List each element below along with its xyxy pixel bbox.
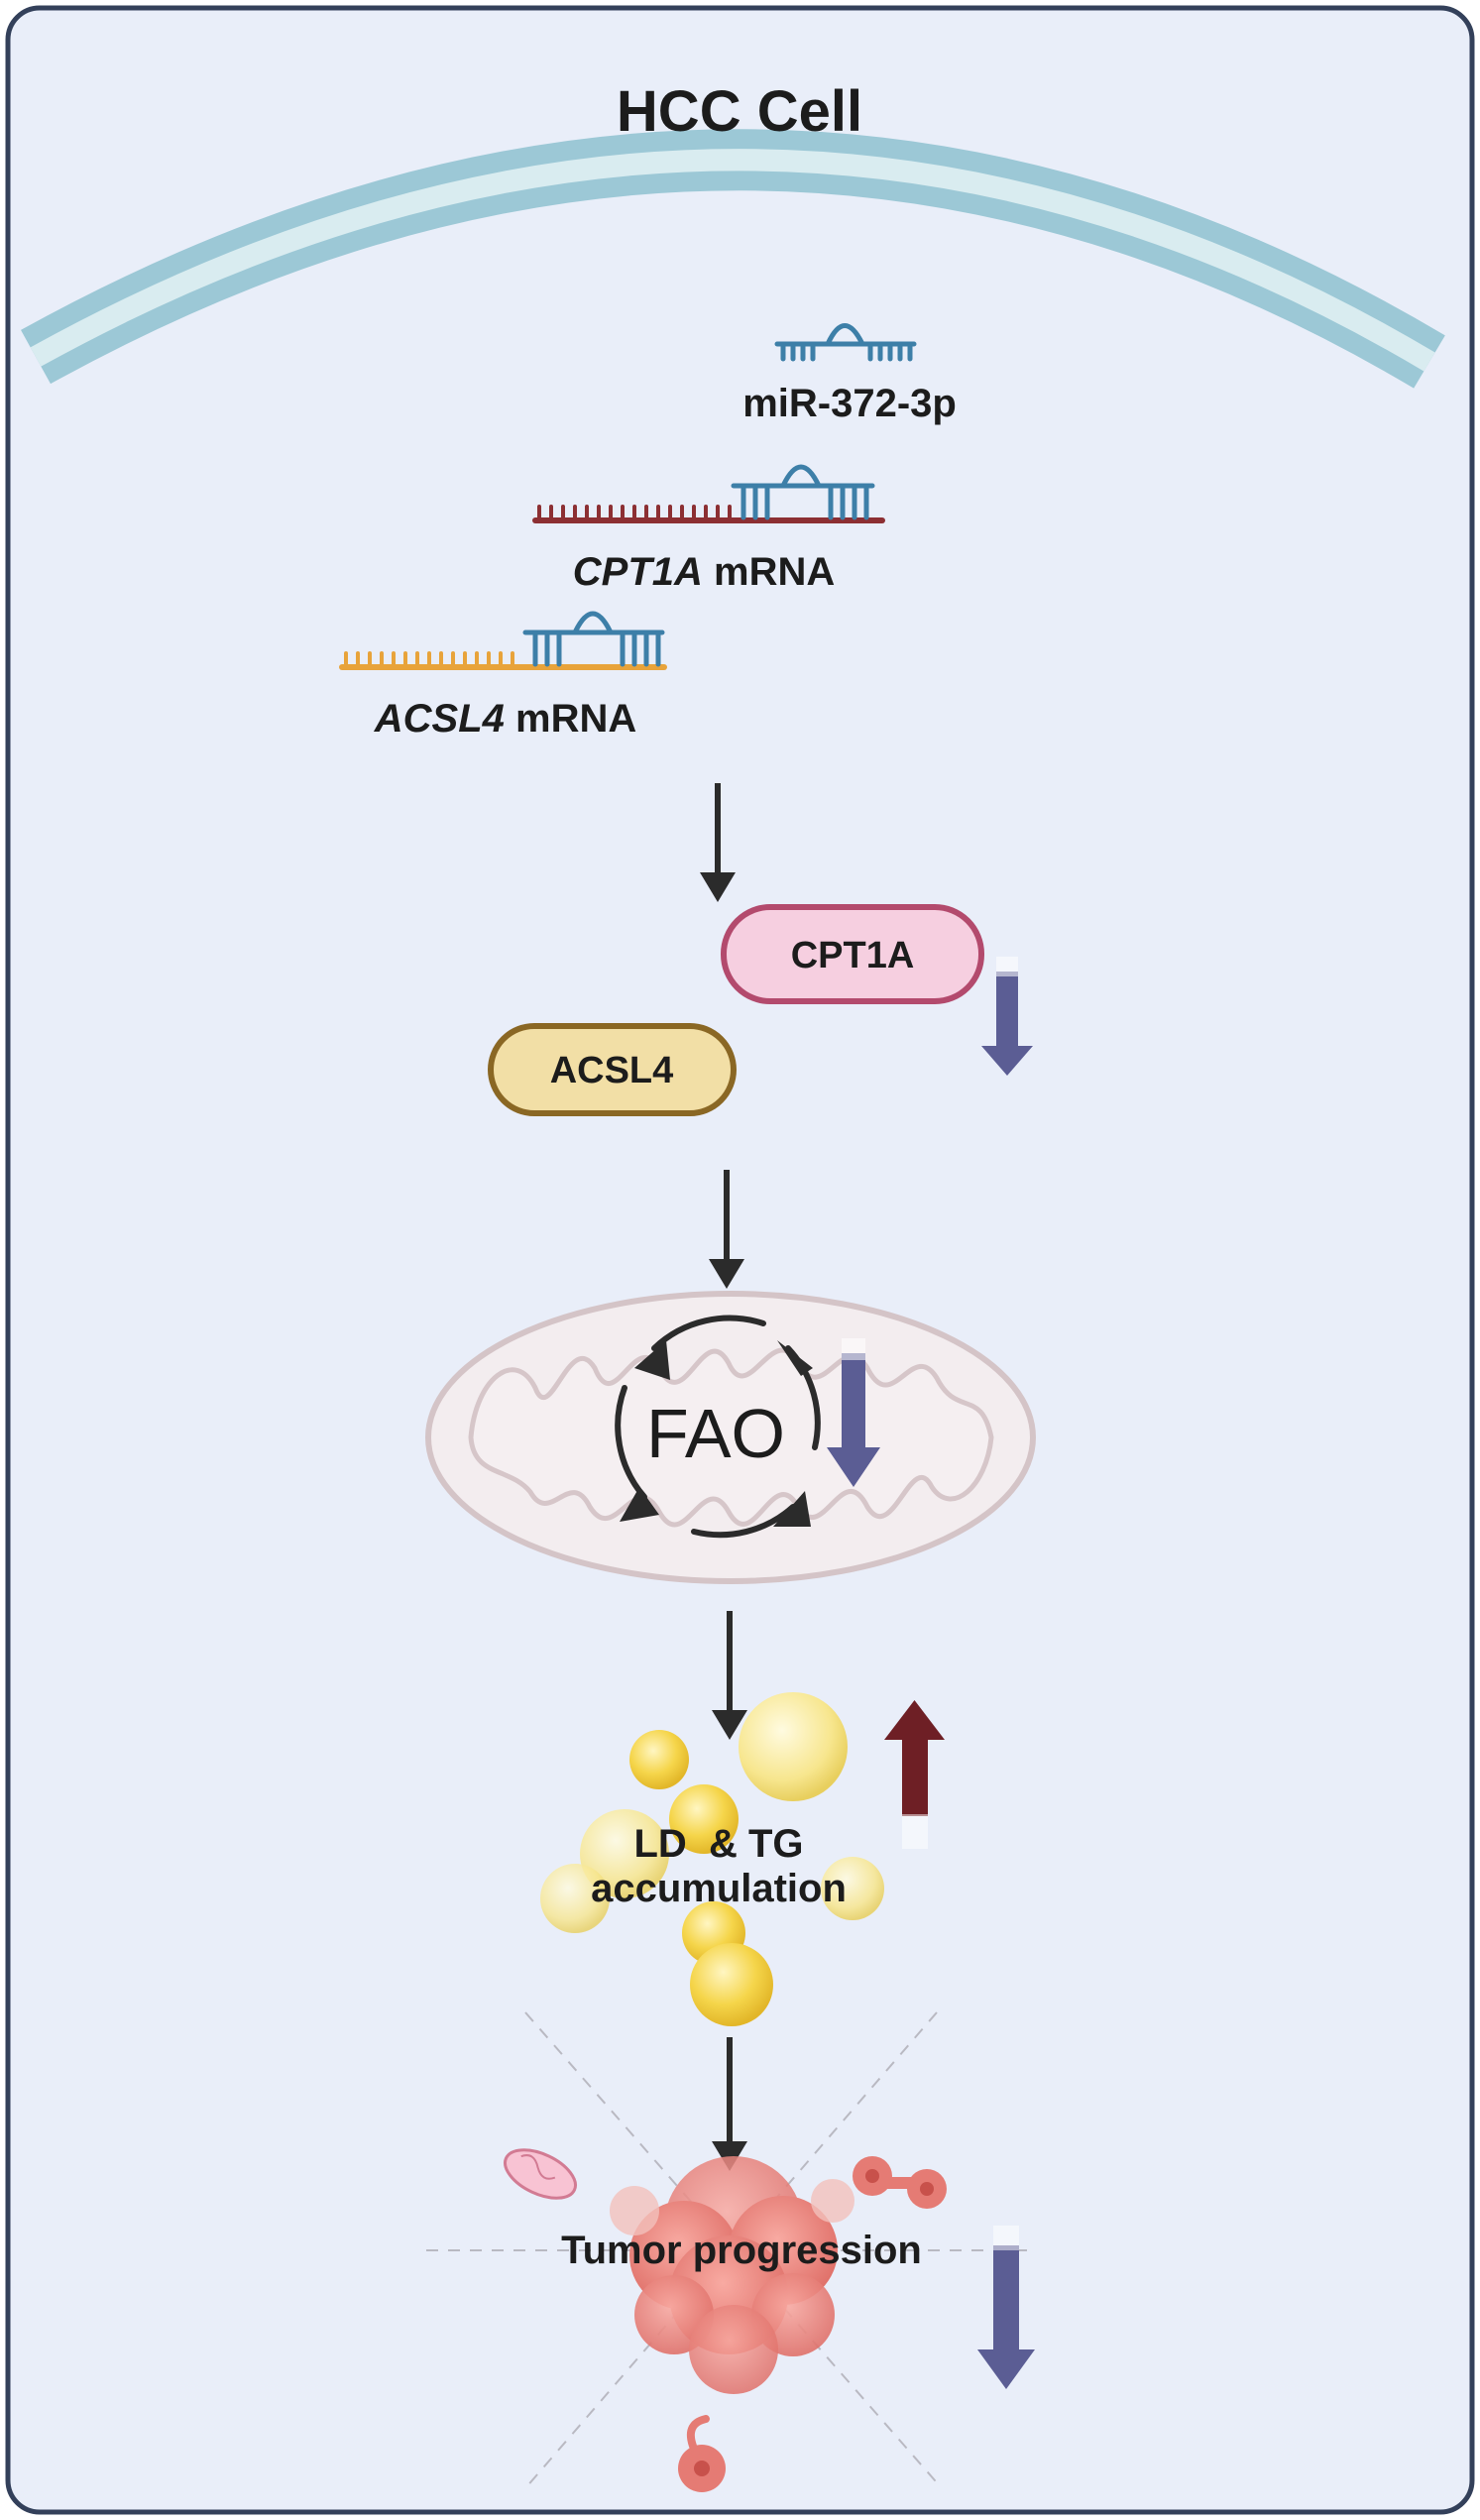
cpt1a-decrease-arrow	[981, 957, 1033, 1076]
migrating-cell	[678, 2415, 726, 2492]
dividing-cell	[853, 2156, 947, 2209]
acsl4-protein	[488, 1023, 737, 1116]
arrow-to-fao-head	[709, 1259, 744, 1289]
fao-decrease-arrow	[827, 1338, 880, 1487]
mitochondrion	[425, 1291, 1036, 1584]
acsl4-mrna-strand	[339, 611, 667, 670]
cpt1a-protein-label: CPT1A	[791, 935, 915, 976]
arrow-translation-head	[700, 872, 736, 902]
mitochondrion-small	[504, 2148, 577, 2200]
cell-membrane	[21, 129, 1445, 389]
lipid-label-line1: LD & TG	[633, 1822, 803, 1866]
cpt1a-mrna-label: CPT1A mRNA	[573, 550, 835, 594]
mirna-label: miR-372-3p	[742, 382, 957, 425]
lipid-increase-arrow	[884, 1700, 945, 1849]
fao-cycle-arrowheads	[620, 1340, 813, 1527]
acsl4-protein-label: ACSL4	[550, 1050, 674, 1091]
lipid-droplets	[540, 1692, 884, 2026]
cpt1a-protein	[721, 904, 984, 1004]
tumor-decrease-arrow	[977, 2226, 1035, 2389]
acsl4-mrna-label: ACSL4 mRNA	[374, 697, 636, 741]
arrow-to-lipid-head	[712, 1710, 747, 1740]
cell-title: HCC Cell	[617, 79, 862, 144]
tumor-mass	[610, 2156, 854, 2394]
lipid-label-line2: accumulation	[591, 1867, 847, 1910]
tumor-label: Tumor progression	[561, 2229, 922, 2272]
cpt1a-mrna-strand	[532, 464, 885, 523]
fao-label: FAO	[646, 1395, 785, 1472]
mirna-strand	[774, 323, 917, 362]
arrow-to-tumor-head	[712, 2141, 747, 2171]
